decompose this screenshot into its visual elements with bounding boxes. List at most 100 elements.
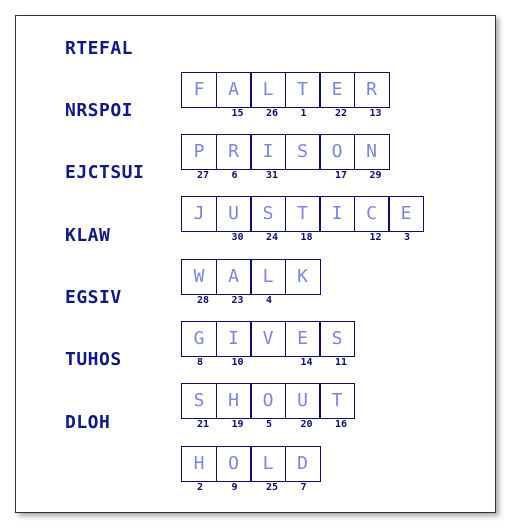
letter-box[interactable]: I 31 <box>250 134 286 181</box>
answer-letter: W <box>193 266 205 287</box>
code-number: 15 <box>231 108 244 119</box>
code-number: 12 <box>369 232 382 243</box>
code-number: 3 <box>404 232 411 243</box>
letter-box[interactable]: U 20 <box>284 383 321 430</box>
code-number: 28 <box>197 295 210 306</box>
letter-box[interactable]: R 13 <box>353 72 390 119</box>
scrambled-word: EGSIV <box>65 287 122 308</box>
answer-letter: L <box>262 79 274 100</box>
code-number: 17 <box>335 170 348 181</box>
letter-box[interactable]: C 12 <box>353 196 390 243</box>
code-number: 9 <box>231 482 238 493</box>
answer-letter: S <box>331 328 343 349</box>
answer-letter: O <box>228 453 239 474</box>
scrambled-word: TUHOS <box>65 349 122 370</box>
answer-letter: R <box>228 141 239 162</box>
answer-letter: O <box>331 141 343 162</box>
answer-letter: F <box>193 79 205 100</box>
answer-letter: P <box>193 141 205 162</box>
code-number: 20 <box>300 419 313 430</box>
code-number: 19 <box>231 419 244 430</box>
code-number: 14 <box>300 357 313 368</box>
letter-box[interactable]: W 28 <box>181 259 217 306</box>
answer-letter: D <box>297 453 308 474</box>
code-number: 31 <box>266 170 279 181</box>
scrambled-word: NRSPOI <box>65 100 134 121</box>
answer-letter: R <box>366 79 377 100</box>
answer-letter: A <box>228 79 239 100</box>
letter-box[interactable]: J <box>181 196 217 232</box>
code-number: 6 <box>231 170 238 181</box>
code-number: 10 <box>231 357 244 368</box>
code-number: 2 <box>197 482 204 493</box>
code-number: 16 <box>335 419 348 430</box>
answer-letter: N <box>366 141 377 162</box>
answer-letter: T <box>297 203 308 224</box>
answer-letter: S <box>193 390 205 411</box>
letter-box[interactable]: K <box>284 259 321 295</box>
code-number: 8 <box>197 357 204 368</box>
answer-letter: V <box>262 328 274 349</box>
code-number: 29 <box>369 170 382 181</box>
letter-box[interactable]: V <box>250 321 286 357</box>
answer-letter: O <box>262 390 274 411</box>
letter-box[interactable]: S 11 <box>319 321 355 368</box>
code-number: 30 <box>231 232 244 243</box>
code-number: 5 <box>266 419 273 430</box>
answer-letter: U <box>297 390 308 411</box>
answer-letter: I <box>331 203 343 224</box>
answer-letter: G <box>193 328 205 349</box>
answer-letter: T <box>297 79 308 100</box>
code-number: 11 <box>335 357 348 368</box>
answer-letter: E <box>331 79 343 100</box>
letter-box[interactable]: O 17 <box>319 134 355 181</box>
letter-box[interactable]: I <box>319 196 355 232</box>
letter-box[interactable]: N 29 <box>353 134 390 181</box>
answer-letter: L <box>262 453 274 474</box>
answer-letter: I <box>262 141 274 162</box>
letter-box[interactable]: A 15 <box>215 72 252 119</box>
answer-letter: S <box>262 203 274 224</box>
letter-box[interactable]: F <box>181 72 217 108</box>
letter-box[interactable]: S <box>284 134 321 170</box>
code-number: 13 <box>369 108 382 119</box>
answer-letter: C <box>366 203 377 224</box>
code-number: 7 <box>300 482 307 493</box>
answer-letter: K <box>297 266 308 287</box>
scrambled-word: EJCTSUI <box>65 162 145 183</box>
scrambled-word: KLAW <box>65 225 111 246</box>
